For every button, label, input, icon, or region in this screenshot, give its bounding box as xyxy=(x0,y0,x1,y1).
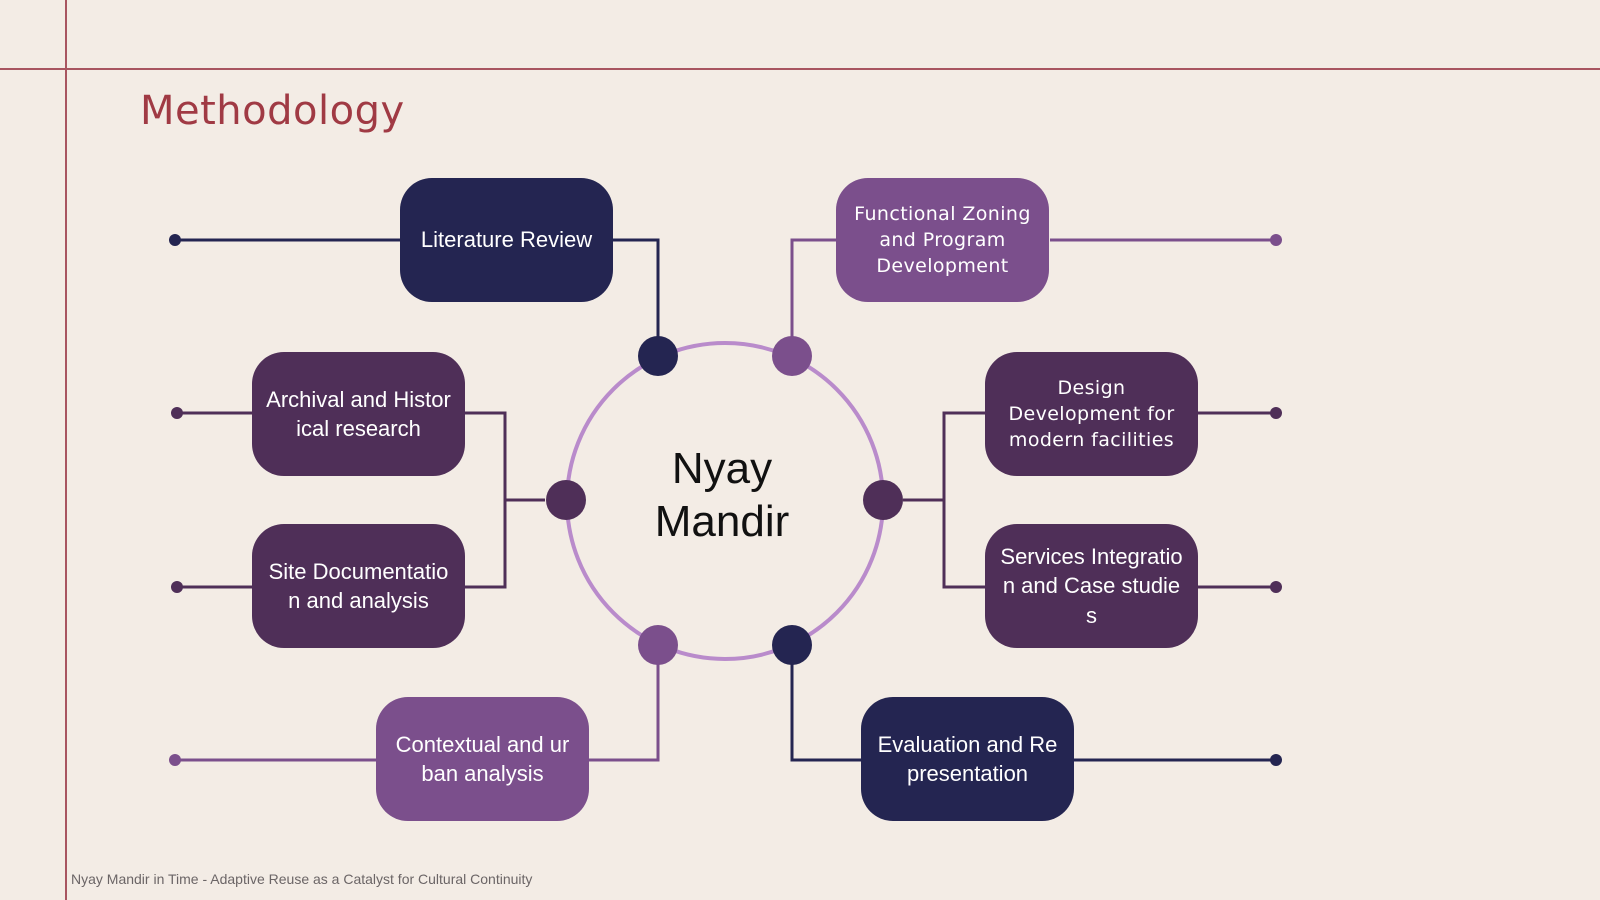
step-site-documentation: Site Documentation and analysis xyxy=(252,524,465,648)
connector-contextual-analysis xyxy=(169,625,678,766)
footer-caption: Nyay Mandir in Time - Adaptive Reuse as … xyxy=(71,871,533,887)
step-evaluation: Evaluation and Representation xyxy=(861,697,1074,821)
step-services-integration: Services Integration and Case studies xyxy=(985,524,1198,648)
connector-literature-review xyxy=(169,234,678,376)
connector-left-pair xyxy=(171,407,586,593)
top-rule xyxy=(0,68,1600,70)
center-label-line1: Nyay xyxy=(671,444,773,493)
step-design-development: Design Development for modern facilities xyxy=(985,352,1198,476)
center-label: Nyay Mandir xyxy=(622,443,822,549)
center-label-line2: Mandir xyxy=(654,496,790,546)
connector-right-pair xyxy=(863,407,1282,593)
step-functional-zoning: Functional Zoning and Program Developmen… xyxy=(836,178,1049,302)
step-literature-review: Literature Review xyxy=(400,178,613,302)
step-archival-research: Archival and Historical research xyxy=(252,352,465,476)
left-rule xyxy=(65,0,67,900)
connector-functional-zoning xyxy=(772,234,1282,376)
connector-evaluation xyxy=(772,625,1282,766)
page-title: Methodology xyxy=(140,88,405,134)
step-contextual-analysis: Contextual and urban analysis xyxy=(376,697,589,821)
